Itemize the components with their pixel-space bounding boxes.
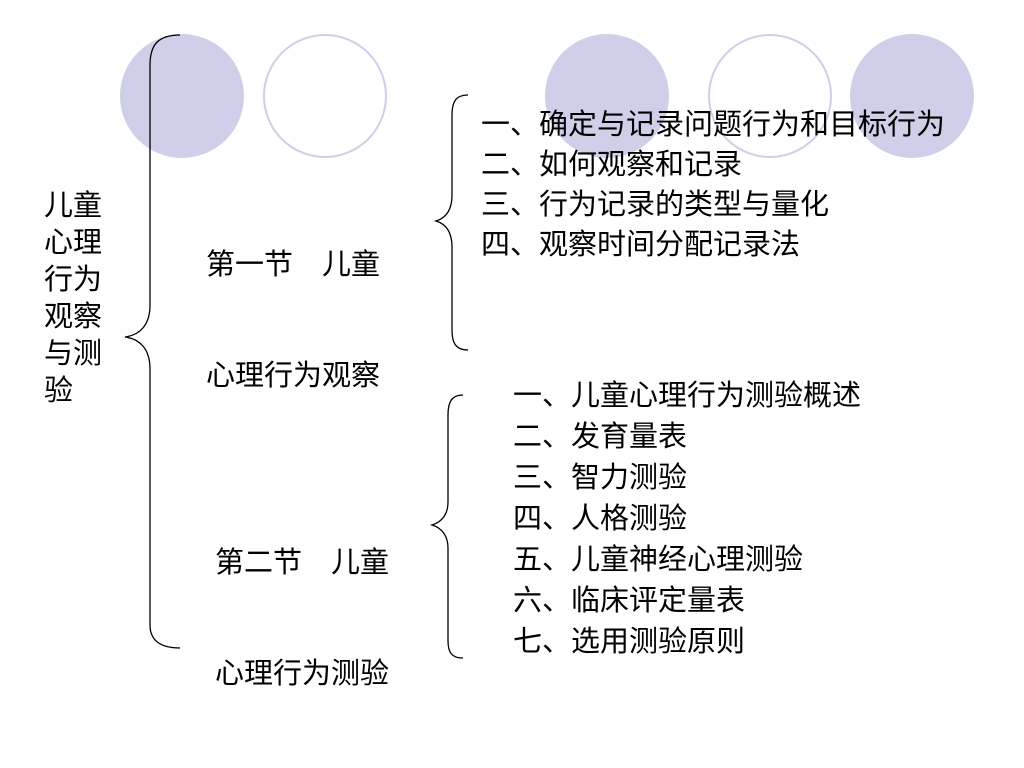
section2-title-line2: 心理行为测验 (215, 656, 390, 690)
decorative-circle-4 (708, 34, 832, 158)
section2-title-line1: 第二节 儿童 (215, 545, 390, 579)
root-title: 儿童心理行为观察与测验 (44, 188, 103, 407)
section2-items: 一、儿童心理行为测验概述 二、发育量表 三、智力测验 四、人格测验 五、儿童神经… (513, 375, 861, 662)
list-item: 一、儿童心理行为测验概述 (513, 378, 862, 412)
section1-title-line2: 心理行为观察 (206, 358, 381, 392)
section1-title-line1: 第一节 儿童 (206, 247, 381, 281)
list-item: 七、选用测验原则 (513, 624, 746, 658)
decorative-circle-5 (850, 34, 974, 158)
list-item: 六、临床评定量表 (513, 583, 746, 617)
decorative-circle-1 (120, 34, 244, 158)
root-brace (124, 34, 181, 649)
section1-brace (433, 94, 469, 351)
list-item: 四、人格测验 (513, 501, 688, 535)
decorative-circle-2 (263, 34, 387, 158)
list-item: 三、智力测验 (513, 460, 688, 494)
decorative-circle-3 (545, 34, 669, 158)
list-item: 三、行为记录的类型与量化 (481, 187, 830, 221)
list-item: 五、儿童神经心理测验 (513, 542, 804, 576)
section1-title: 第一节 儿童 心理行为观察 (206, 172, 380, 431)
section2-title: 第二节 儿童 心理行为测验 (215, 470, 389, 729)
list-item: 一、确定与记录问题行为和目标行为 (481, 107, 946, 141)
section1-items: 一、确定与记录问题行为和目标行为 二、如何观察和记录 三、行为记录的类型与量化 … (481, 104, 1001, 264)
list-item: 二、如何观察和记录 (481, 147, 743, 181)
list-item: 四、观察时间分配记录法 (481, 227, 801, 261)
section2-brace (429, 394, 464, 659)
list-item: 二、发育量表 (513, 419, 688, 453)
